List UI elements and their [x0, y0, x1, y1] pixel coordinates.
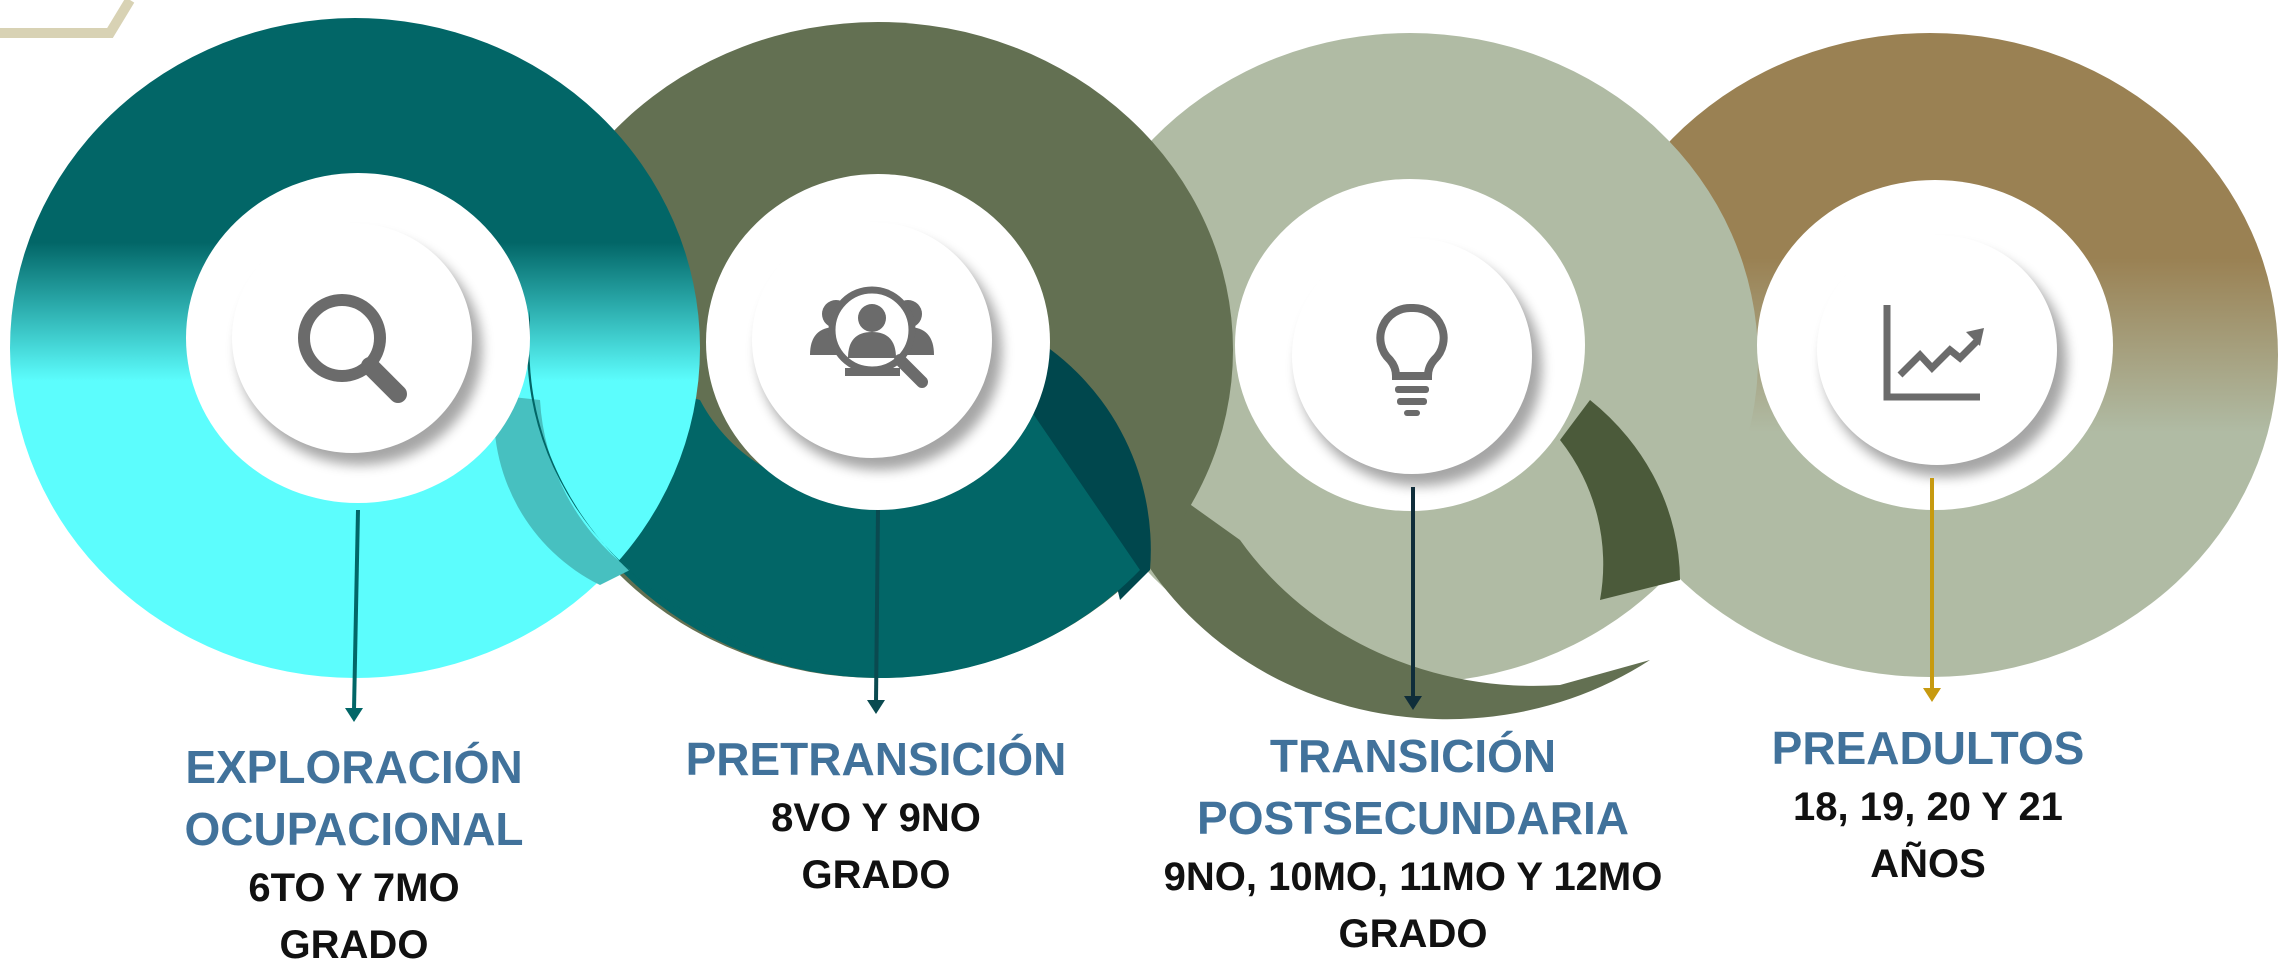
growth-chart-icon [1883, 305, 1984, 401]
stage-1-title-line2: OCUPACIONAL [184, 803, 524, 855]
stage-4-sub-line1: 18, 19, 20 Y 21 [1793, 785, 2063, 829]
stage-4-title-line1: PREADULTOS [1771, 722, 2085, 774]
stage-3-title-line1: TRANSICIÓN [1269, 730, 1557, 782]
stage-1-sub-line1: 6TO Y 7MO [248, 866, 460, 910]
stage-3-label: TRANSICIÓN POSTSECUNDARIA 9NO, 10MO, 11M… [1164, 725, 1663, 963]
stage-4-sub-line2: AÑOS [1870, 842, 1986, 886]
stage-4-arrow [1923, 478, 1941, 702]
lightbulb-icon [1376, 303, 1448, 416]
stage-2-sub-line1: 8VO Y 9NO [771, 796, 981, 840]
stage-1-sub-line2: GRADO [279, 923, 429, 967]
stage-4-disc [1817, 235, 2067, 477]
stage-2-title-line1: PRETRANSICIÓN [685, 733, 1067, 785]
stage-3-title-line2: POSTSECUNDARIA [1197, 792, 1629, 844]
stage-3-arrow [1404, 487, 1422, 710]
stage-3-disc [1292, 238, 1542, 486]
stage-1-disc [232, 223, 482, 465]
stage-1-label: EXPLORACIÓN OCUPACIONAL 6TO Y 7MO GRADO [184, 736, 523, 974]
stage-1-arrow [345, 509, 363, 722]
magnifier-icon [298, 294, 407, 403]
stage-4-label: PREADULTOS 18, 19, 20 Y 21 AÑOS [1772, 717, 2085, 893]
stage-2-arrow [867, 509, 885, 714]
stage-1-title-line1: EXPLORACIÓN [185, 741, 523, 793]
stage-3-sub-line1: 9NO, 10MO, 11MO Y 12MO [1163, 855, 1663, 899]
stage-3-sub-line2: GRADO [1338, 912, 1488, 956]
team-search-icon [810, 286, 934, 388]
stage-2-label: PRETRANSICIÓN 8VO Y 9NO GRADO [686, 728, 1067, 904]
stage-2-sub-line2: GRADO [801, 853, 951, 897]
corner-decoration [0, 0, 135, 38]
